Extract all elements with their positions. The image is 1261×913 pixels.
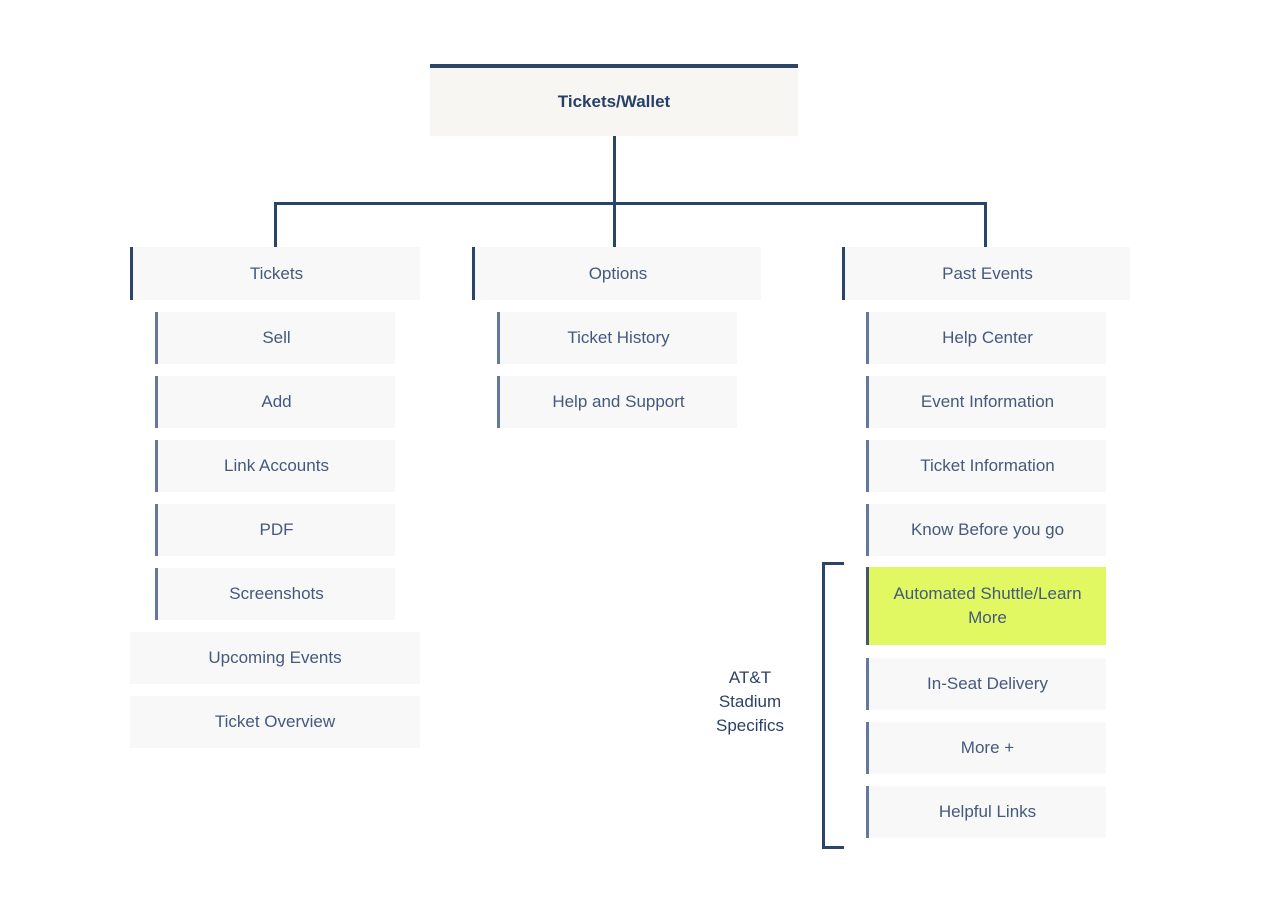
node-tickets[interactable]: Tickets: [130, 247, 420, 300]
bracket-vertical: [822, 562, 825, 849]
node-sell[interactable]: Sell: [155, 312, 395, 364]
bracket-top: [822, 562, 844, 565]
node-options[interactable]: Options: [472, 247, 761, 300]
annotation-line-2: Stadium: [718, 692, 782, 711]
connector-left-drop: [274, 202, 277, 247]
node-in-seat-delivery[interactable]: In-Seat Delivery: [866, 658, 1106, 710]
annotation-line-3: Specifics: [715, 716, 785, 735]
node-upcoming-events[interactable]: Upcoming Events: [130, 632, 420, 684]
annotation-att-stadium-specifics[interactable]: AT&T Stadium Specifics: [680, 666, 820, 738]
node-event-information[interactable]: Event Information: [866, 376, 1106, 428]
connector-right-drop: [984, 202, 987, 247]
node-link-accounts[interactable]: Link Accounts: [155, 440, 395, 492]
node-help-center[interactable]: Help Center: [866, 312, 1106, 364]
node-pdf[interactable]: PDF: [155, 504, 395, 556]
node-ticket-information[interactable]: Ticket Information: [866, 440, 1106, 492]
bracket-bottom: [822, 846, 844, 849]
annotation-line-1: AT&T: [728, 668, 772, 687]
node-helpful-links[interactable]: Helpful Links: [866, 786, 1106, 838]
node-know-before-you-go[interactable]: Know Before you go: [866, 504, 1106, 556]
node-ticket-history[interactable]: Ticket History: [497, 312, 737, 364]
node-screenshots[interactable]: Screenshots: [155, 568, 395, 620]
node-add[interactable]: Add: [155, 376, 395, 428]
node-ticket-overview[interactable]: Ticket Overview: [130, 696, 420, 748]
node-automated-shuttle-learn-more[interactable]: Automated Shuttle/Learn More: [866, 567, 1106, 645]
connector-horizontal: [274, 202, 987, 205]
node-help-and-support[interactable]: Help and Support: [497, 376, 737, 428]
node-past-events[interactable]: Past Events: [842, 247, 1130, 300]
connector-center-drop: [613, 136, 616, 248]
node-more-plus[interactable]: More +: [866, 722, 1106, 774]
node-tickets-wallet[interactable]: Tickets/Wallet: [430, 64, 798, 136]
